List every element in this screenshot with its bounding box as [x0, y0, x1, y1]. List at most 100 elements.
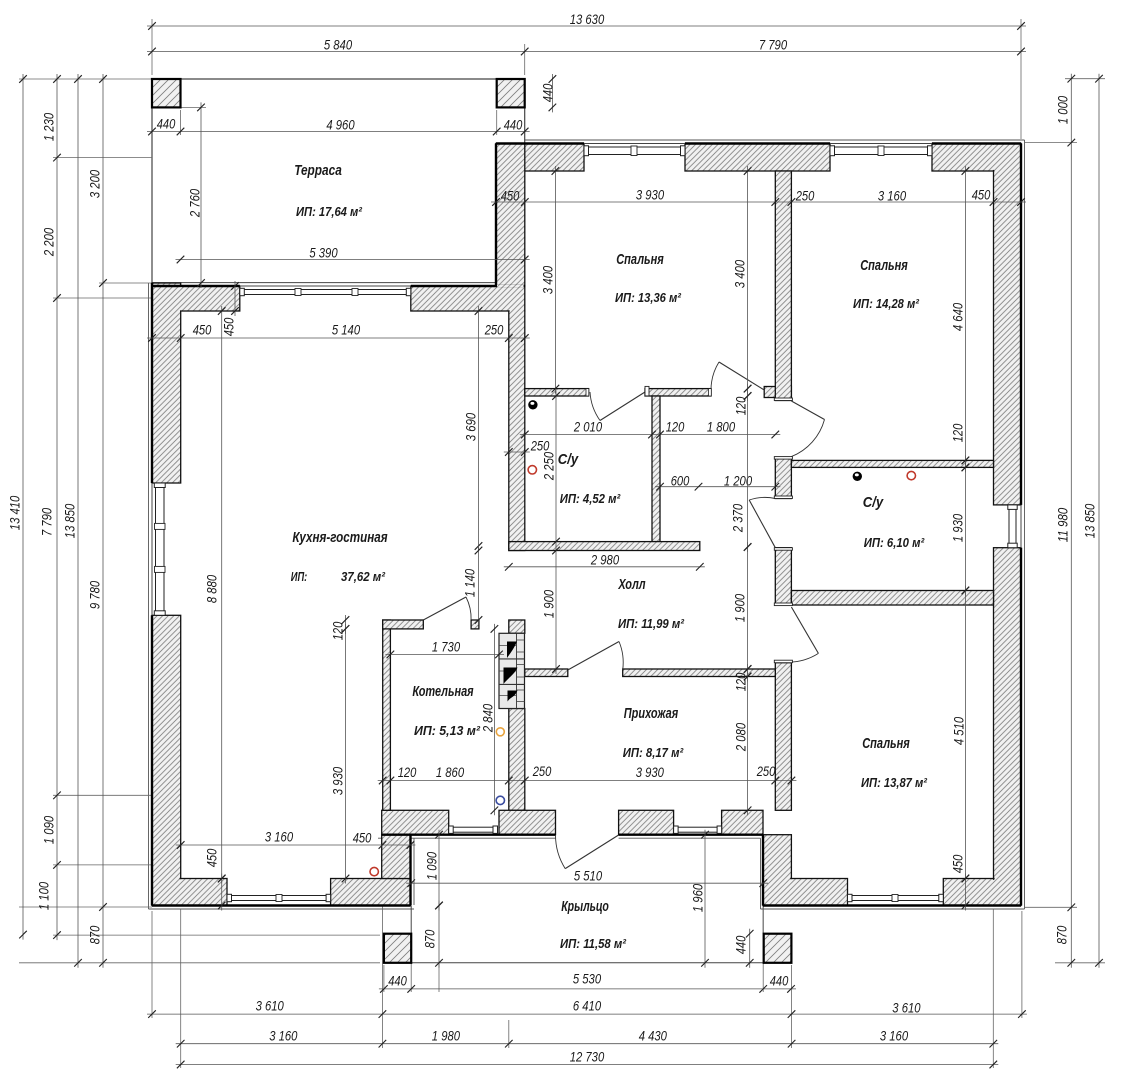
- svg-text:Котельная: Котельная: [412, 683, 473, 700]
- svg-text:600: 600: [671, 474, 690, 489]
- svg-text:440: 440: [541, 83, 556, 102]
- svg-text:1 930: 1 930: [951, 514, 966, 543]
- svg-text:2 760: 2 760: [188, 189, 203, 218]
- svg-text:3 160: 3 160: [269, 1029, 298, 1044]
- svg-text:120: 120: [951, 423, 966, 442]
- svg-text:ИП: 17,64 м²: ИП: 17,64 м²: [296, 204, 363, 219]
- svg-text:2 200: 2 200: [42, 228, 57, 257]
- svg-text:2 370: 2 370: [731, 504, 746, 533]
- svg-text:1 900: 1 900: [733, 594, 748, 623]
- svg-text:1 960: 1 960: [691, 884, 706, 913]
- svg-text:250: 250: [532, 764, 552, 779]
- svg-text:3 690: 3 690: [464, 413, 479, 442]
- svg-text:250: 250: [795, 189, 815, 204]
- svg-text:3 930: 3 930: [636, 765, 665, 780]
- svg-text:С/у: С/у: [558, 451, 579, 468]
- svg-text:9 780: 9 780: [88, 581, 103, 610]
- svg-text:450: 450: [205, 848, 220, 867]
- svg-text:450: 450: [222, 317, 237, 336]
- svg-text:Спальня: Спальня: [860, 257, 908, 274]
- svg-text:ИП: 13,36 м²: ИП: 13,36 м²: [615, 290, 682, 305]
- svg-text:2 010: 2 010: [573, 420, 602, 435]
- svg-text:2 080: 2 080: [734, 723, 749, 752]
- svg-text:Кухня-гостиная: Кухня-гостиная: [292, 529, 387, 546]
- svg-text:Спальня: Спальня: [616, 251, 664, 268]
- svg-text:Прихожая: Прихожая: [624, 705, 679, 722]
- svg-text:250: 250: [756, 764, 776, 779]
- svg-text:12 730: 12 730: [570, 1050, 605, 1065]
- svg-text:5 510: 5 510: [574, 869, 603, 884]
- svg-text:Спальня: Спальня: [862, 735, 910, 752]
- svg-text:870: 870: [88, 925, 103, 944]
- svg-text:3 930: 3 930: [636, 188, 665, 203]
- svg-text:5 840: 5 840: [324, 38, 353, 53]
- svg-text:440: 440: [504, 118, 523, 133]
- svg-text:8 880: 8 880: [205, 575, 220, 604]
- svg-text:ИП: 4,52 м²: ИП: 4,52 м²: [560, 491, 621, 506]
- svg-text:3 610: 3 610: [892, 1001, 921, 1016]
- svg-text:440: 440: [734, 935, 749, 954]
- svg-text:3 400: 3 400: [733, 260, 748, 289]
- svg-text:250: 250: [484, 323, 504, 338]
- svg-text:4 960: 4 960: [326, 118, 355, 133]
- svg-text:450: 450: [501, 189, 520, 204]
- svg-text:4 430: 4 430: [639, 1029, 668, 1044]
- svg-text:1 140: 1 140: [463, 569, 478, 598]
- svg-text:440: 440: [157, 117, 176, 132]
- svg-text:3 930: 3 930: [331, 767, 346, 796]
- svg-text:1 800: 1 800: [707, 420, 736, 435]
- svg-text:ИП: 8,17 м²: ИП: 8,17 м²: [623, 745, 684, 760]
- svg-text:13 850: 13 850: [63, 503, 78, 538]
- svg-text:ИП: 5,13 м²: ИП: 5,13 м²: [414, 723, 481, 738]
- svg-text:1 730: 1 730: [432, 640, 461, 655]
- svg-text:1 860: 1 860: [436, 765, 465, 780]
- svg-text:1 100: 1 100: [37, 882, 52, 911]
- svg-text:250: 250: [530, 439, 550, 454]
- svg-text:ИП: 6,10 м²: ИП: 6,10 м²: [864, 535, 925, 550]
- svg-text:2 980: 2 980: [590, 553, 619, 568]
- svg-text:ИП: 13,87 м²: ИП: 13,87 м²: [861, 775, 928, 790]
- svg-text:ИП:: ИП:: [291, 569, 308, 584]
- svg-text:120: 120: [398, 765, 417, 780]
- svg-text:5 530: 5 530: [573, 972, 602, 987]
- svg-text:3 160: 3 160: [878, 189, 907, 204]
- svg-text:120: 120: [666, 420, 685, 435]
- svg-text:7 790: 7 790: [759, 38, 788, 53]
- svg-text:450: 450: [353, 831, 372, 846]
- svg-text:1 980: 1 980: [432, 1029, 461, 1044]
- svg-text:5 140: 5 140: [332, 323, 361, 338]
- svg-text:4 640: 4 640: [951, 303, 966, 332]
- svg-text:5 390: 5 390: [309, 246, 338, 261]
- svg-text:450: 450: [951, 854, 966, 873]
- svg-text:440: 440: [388, 974, 407, 989]
- svg-text:ИП: 14,28 м²: ИП: 14,28 м²: [853, 296, 920, 311]
- svg-text:1 900: 1 900: [542, 590, 557, 619]
- svg-text:ИП: 11,58 м²: ИП: 11,58 м²: [560, 936, 627, 951]
- svg-text:2 250: 2 250: [542, 452, 557, 481]
- svg-text:Терраса: Терраса: [294, 162, 342, 179]
- svg-text:13 630: 13 630: [570, 12, 605, 27]
- svg-text:3 160: 3 160: [265, 830, 294, 845]
- svg-text:120: 120: [331, 621, 346, 640]
- svg-text:11 980: 11 980: [1056, 507, 1071, 542]
- svg-text:Крыльцо: Крыльцо: [561, 898, 609, 915]
- svg-text:450: 450: [972, 188, 991, 203]
- svg-text:13 850: 13 850: [1083, 503, 1098, 538]
- svg-text:1 090: 1 090: [425, 852, 440, 881]
- svg-text:4 510: 4 510: [952, 717, 967, 746]
- svg-text:1 200: 1 200: [724, 474, 753, 489]
- svg-text:2 840: 2 840: [481, 704, 496, 733]
- svg-text:6 410: 6 410: [573, 999, 602, 1014]
- svg-text:13 410: 13 410: [8, 495, 23, 530]
- svg-text:С/у: С/у: [863, 494, 884, 511]
- svg-text:3 610: 3 610: [256, 999, 285, 1014]
- svg-text:1 090: 1 090: [42, 816, 57, 845]
- svg-text:120: 120: [734, 672, 749, 691]
- svg-text:1 230: 1 230: [42, 113, 57, 142]
- svg-text:440: 440: [770, 974, 789, 989]
- svg-text:1 000: 1 000: [1056, 96, 1071, 125]
- svg-text:870: 870: [423, 929, 438, 948]
- svg-text:870: 870: [1055, 925, 1070, 944]
- svg-text:120: 120: [734, 396, 749, 415]
- svg-text:ИП: 11,99 м²: ИП: 11,99 м²: [618, 616, 685, 631]
